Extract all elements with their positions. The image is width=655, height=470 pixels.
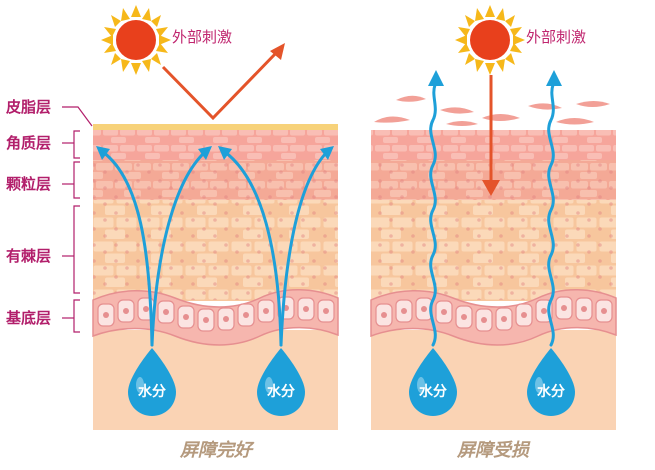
dermis-region-damaged <box>371 330 616 430</box>
bracket-sebum <box>62 106 93 127</box>
penetrating-stimulus-arrow <box>482 75 500 196</box>
label-spinous: 有棘层 <box>6 247 51 265</box>
water-label: 水分 <box>138 383 166 400</box>
water-loss-arrow-right <box>547 83 555 347</box>
bracket-spinous-span <box>73 205 80 294</box>
layer-brackets <box>62 106 93 333</box>
reflected-stimulus-arrow <box>161 43 285 121</box>
water-loss-arrows <box>429 83 555 347</box>
bracket-basal-span <box>73 299 80 333</box>
label-sebum: 皮脂层 <box>6 98 51 116</box>
label-granular: 颗粒层 <box>6 175 51 193</box>
water-label: 水分 <box>267 383 295 400</box>
basal-nuclei <box>103 305 329 323</box>
cell-dots <box>93 160 338 300</box>
water-arrow-right-b <box>279 150 329 347</box>
water-arrow-right-a <box>223 150 283 347</box>
basal-nuclei-damaged <box>381 305 607 323</box>
bracket-granular-span <box>73 161 80 199</box>
water-retention-arrows <box>101 150 329 347</box>
external-stimulus-label: 外部刺激 <box>526 28 586 46</box>
intact-skin-panel: 水分 水分 <box>92 5 339 430</box>
caption-damaged: 屏障受损 <box>456 440 531 461</box>
water-label: 水分 <box>419 383 447 400</box>
damaged-skin-panel: 水分 水分 <box>370 5 617 430</box>
water-drop-left-2: 水分 <box>257 348 305 416</box>
corneum-region-damaged <box>371 130 616 160</box>
water-arrow-left-b <box>150 150 207 347</box>
water-drop-right-2: 水分 <box>527 348 575 416</box>
water-label: 水分 <box>537 383 565 400</box>
water-arrow-heads <box>96 146 334 160</box>
layer-labels: 皮脂层 角质层 颗粒层 有棘层 基底层 <box>5 98 51 327</box>
flaking-scales <box>374 95 610 126</box>
water-drop-right-1: 水分 <box>409 348 457 416</box>
label-corneum: 角质层 <box>6 134 51 152</box>
water-arrow-left-a <box>101 150 154 347</box>
sebum-film <box>93 124 338 130</box>
water-loss-arrow-heads <box>428 70 562 86</box>
caption-intact: 屏障完好 <box>179 440 255 461</box>
water-loss-arrow-left <box>429 83 437 347</box>
corneum-region <box>93 130 338 160</box>
external-stimulus-label: 外部刺激 <box>172 28 232 46</box>
label-basal: 基底层 <box>5 309 51 327</box>
water-drop-left-1: 水分 <box>128 348 176 416</box>
sun-icon <box>101 5 171 75</box>
sun-icon <box>455 5 525 75</box>
bracket-corneum-span <box>73 130 80 159</box>
